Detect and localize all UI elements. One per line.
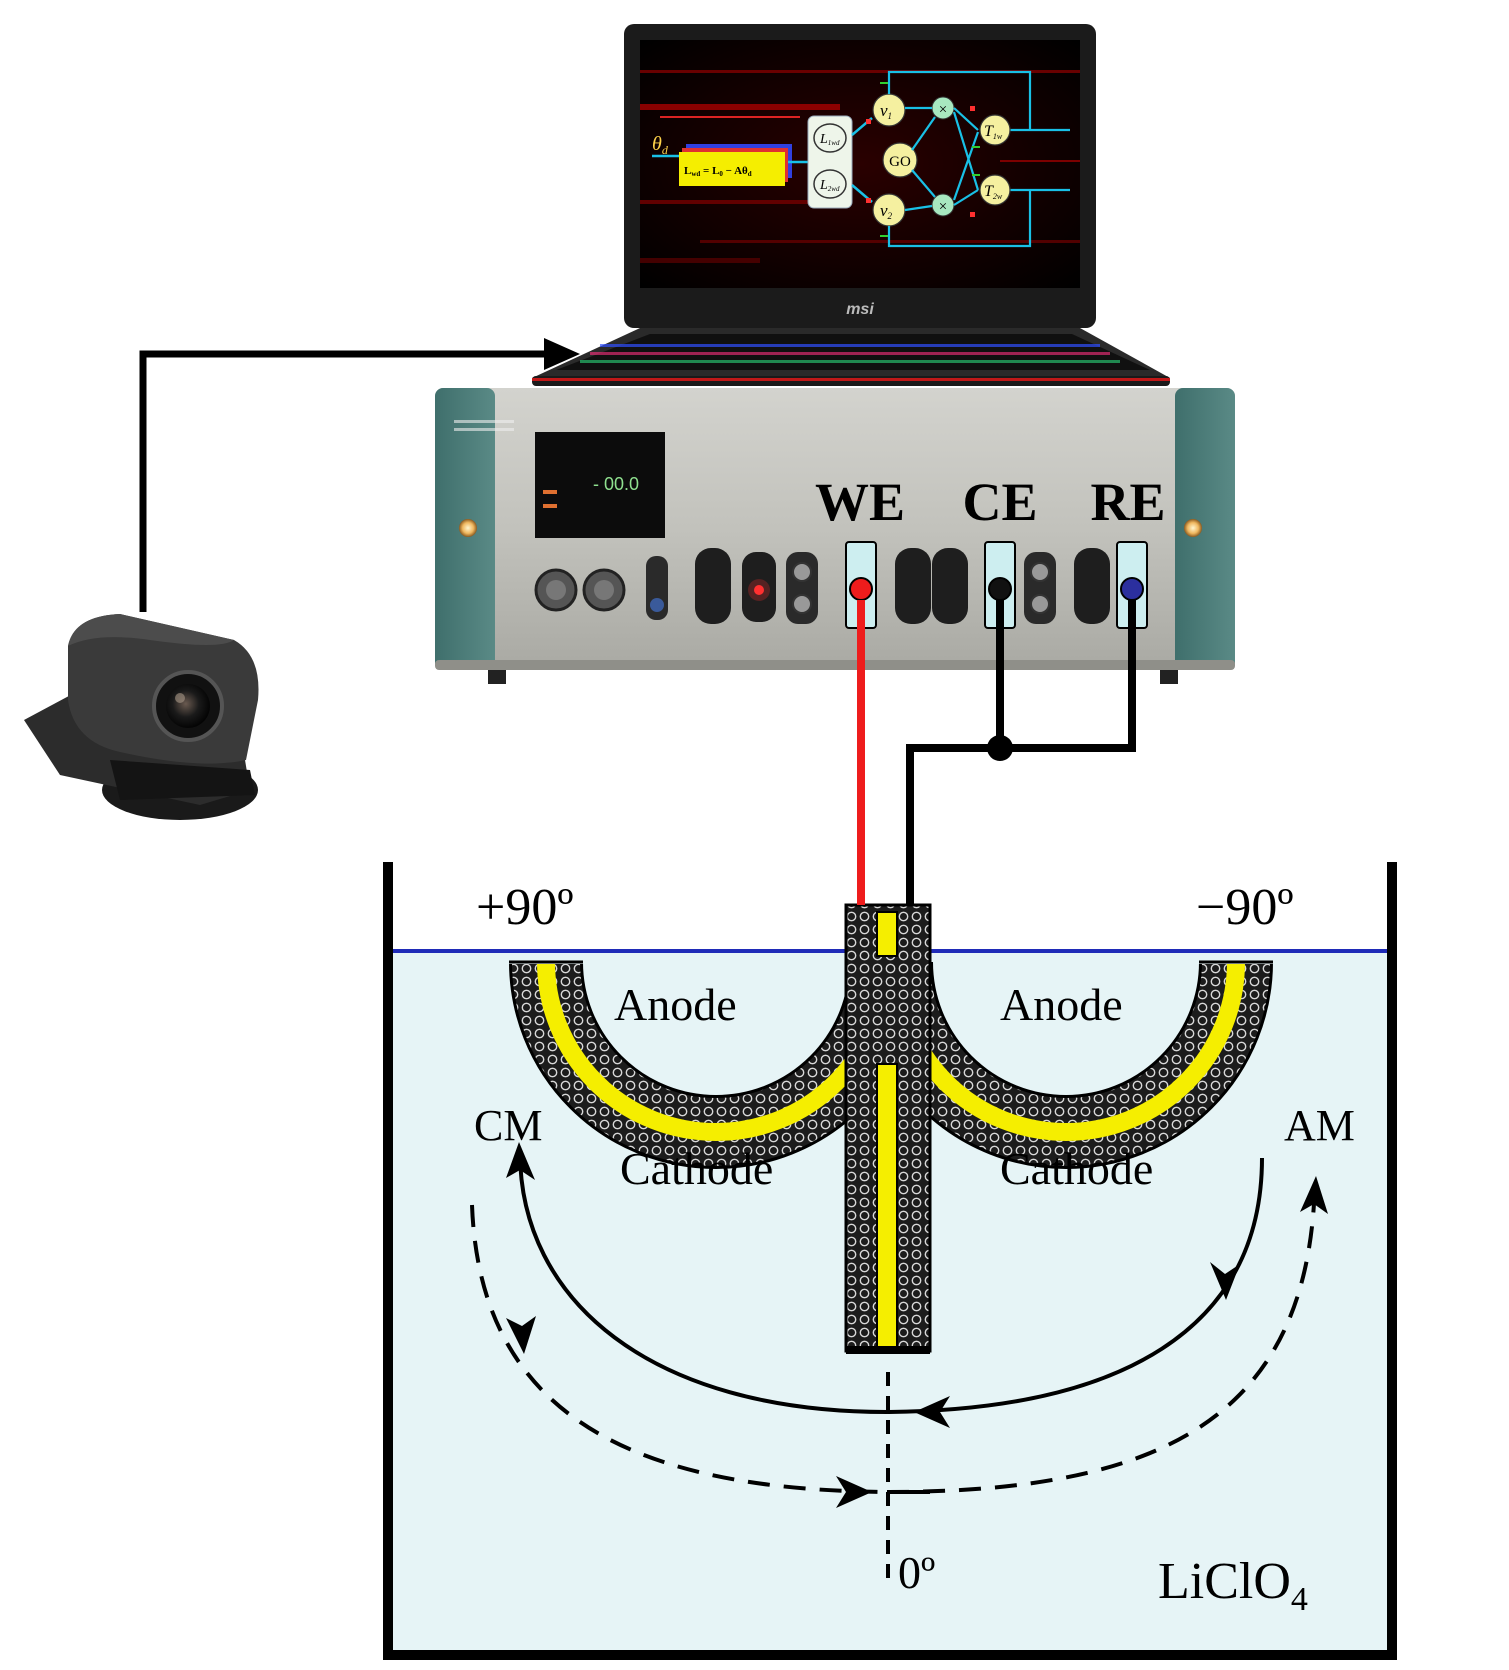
theta-input-label: θd <box>652 133 669 157</box>
re-lead-wire <box>1000 600 1136 752</box>
terminal-plug-re <box>1120 577 1144 601</box>
node-go-label: GO <box>889 154 911 170</box>
equation-text: Lwd = L0 − Aθd <box>684 165 752 178</box>
node-v1 <box>872 93 906 127</box>
status-led <box>754 585 764 595</box>
solid-motion-arc-right <box>886 1157 1264 1414</box>
keyboard-backlight <box>580 344 1120 363</box>
arrowhead-cm <box>506 1142 535 1180</box>
potentiostat: - 00.0 WE <box>435 388 1235 684</box>
angle-right-label: −90º <box>1196 879 1293 936</box>
display-readout: - 00.0 <box>593 474 639 494</box>
laptop: θd Lwd = L0 − Aθd L1wd L2wd v1 v2 <box>532 24 1170 386</box>
arrowhead-dashed-left <box>506 1316 536 1354</box>
node-v2-label: v2 <box>880 201 893 221</box>
motion-arrows <box>470 1151 1317 1580</box>
wire-junction <box>987 735 1013 761</box>
length-block <box>807 115 853 209</box>
terminal-plug-ce <box>988 577 1012 601</box>
node-t1 <box>979 114 1011 146</box>
camera-cable-arrowhead <box>544 338 580 370</box>
solid-motion-arc-left <box>518 1151 888 1414</box>
multiply-bottom-label: × <box>939 199 947 215</box>
angle-left-label: +90º <box>476 879 573 936</box>
cm-label: CM <box>474 1101 542 1150</box>
polymer-actuator <box>508 903 1274 1354</box>
node-v1-label: v1 <box>880 101 892 121</box>
dashed-motion-arc-left <box>470 1204 888 1494</box>
tank-wall <box>383 862 1397 1660</box>
node-t2-label: T2w <box>984 183 1003 201</box>
stem-conductive-layer <box>876 1063 898 1352</box>
power-lamp-right <box>1184 519 1202 537</box>
power-lamp-left <box>459 519 477 537</box>
node-t1-label: T1w <box>984 123 1003 141</box>
camera <box>24 614 259 820</box>
dashed-motion-arc-right <box>886 1179 1317 1494</box>
node-go <box>882 142 918 178</box>
cell-labels: +90º −90º Anode Anode Cathode Cathode CM… <box>474 879 1355 1618</box>
terminal-label-ce: CE <box>962 472 1037 532</box>
node-t2 <box>979 174 1011 206</box>
potentiostat-display <box>535 432 665 538</box>
terminal-label-we: WE <box>815 472 905 532</box>
angle-bottom-label: 0º <box>898 1547 935 1598</box>
camera-cable <box>139 350 560 612</box>
am-label: AM <box>1284 1101 1355 1150</box>
multiply-top-label: × <box>939 102 947 118</box>
cathode-right-label: Cathode <box>1000 1143 1153 1194</box>
stem-top-conductive-layer <box>876 911 898 957</box>
port-slots <box>695 548 1110 624</box>
counter-reference-wire <box>906 744 1000 905</box>
cathode-left-label: Cathode <box>620 1143 773 1194</box>
arrowhead-solid-right <box>1210 1262 1240 1300</box>
anode-right-label: Anode <box>1000 979 1123 1030</box>
terminal-label-re: RE <box>1090 472 1165 532</box>
node-v2 <box>872 193 906 227</box>
bnc-pair-1 <box>786 552 818 624</box>
arrowhead-dashed-bottom <box>836 1476 872 1508</box>
control-block-diagram: θd Lwd = L0 − Aθd L1wd L2wd v1 v2 <box>652 70 1070 248</box>
arrowhead-solid-bottom <box>914 1396 950 1428</box>
arrowhead-am <box>1300 1176 1328 1214</box>
bnc-pair-2 <box>1024 552 1056 624</box>
anode-left-label: Anode <box>614 979 737 1030</box>
terminal-plug-we <box>849 577 873 601</box>
wires <box>857 600 1136 905</box>
arrowheads <box>506 1142 1328 1508</box>
equation-box <box>679 152 785 186</box>
potentiostat-side-right <box>1175 388 1235 670</box>
laptop-brand: msi <box>846 301 874 318</box>
electrolyte-label: LiClO4 <box>1158 1553 1308 1618</box>
block-top-label: L1wd <box>819 132 840 147</box>
block-bottom-label: L2wd <box>819 178 840 193</box>
